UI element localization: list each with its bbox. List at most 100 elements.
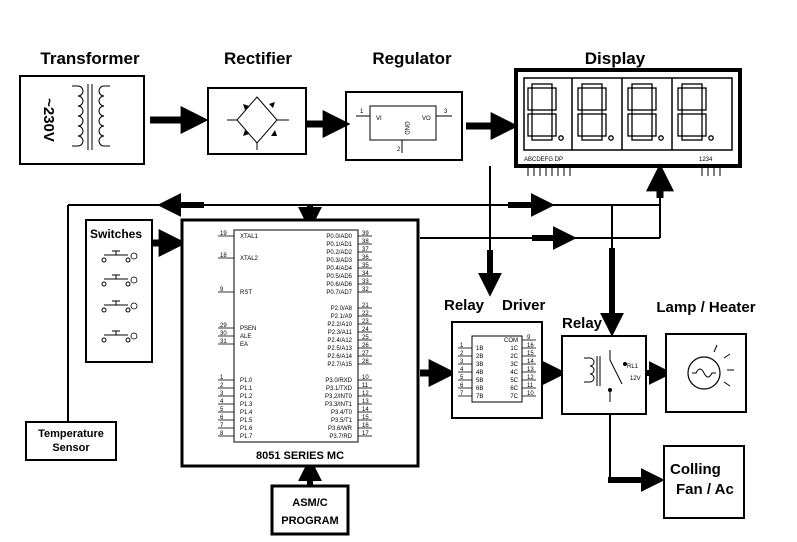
mc-pin-number: 23 (362, 319, 369, 325)
driver-pin-name: 1C (510, 346, 518, 352)
mc-pin-name: P1.7 (240, 434, 253, 440)
driver-pin-name: COM (504, 338, 518, 344)
lamp-icon (687, 344, 734, 390)
mc-pin-name: P3.3/INT1 (325, 402, 353, 408)
mc-pin-name: P0.6/AD6 (326, 282, 352, 288)
mc-pin-name: P3.1/TXD (326, 386, 353, 392)
mc-pin-number: 15 (362, 415, 369, 421)
mc-pin-name: P1.4 (240, 410, 253, 416)
mc-pin-name: P0.4/AD4 (326, 266, 352, 272)
mc-pin-number: 34 (362, 271, 369, 277)
regulator-vi: VI (376, 116, 382, 122)
mc-pin-name: P2.4/A12 (327, 338, 352, 344)
driver-pin-number: 3 (460, 359, 464, 365)
push-switch-icon (101, 250, 138, 263)
mc-pin-name: P2.7/A15 (327, 362, 352, 368)
lamp-block (665, 333, 747, 413)
switches-title: Switches (90, 227, 142, 241)
switches-block: Switches (85, 219, 153, 363)
program-block: ASM/C PROGRAM (270, 484, 350, 536)
driver-pin-number: 12 (527, 375, 534, 381)
power-arrows (150, 106, 519, 140)
mc-pin-name: ALE (240, 334, 251, 340)
mc-pin-number: 12 (362, 391, 369, 397)
driver-pin-name: 6C (510, 386, 518, 392)
mc-pin-name: P2.6/A14 (327, 354, 352, 360)
mc-pin-number: 39 (362, 231, 369, 237)
driver-pin-name: 5B (476, 378, 483, 384)
regulator-pin2: 2 (397, 147, 401, 153)
mc-pin-name: P3.0/RXD (325, 378, 352, 384)
driver-pin-name: 5C (510, 378, 518, 384)
transformer-voltage: ~230V (40, 98, 57, 142)
lamp-title: Lamp / Heater (656, 299, 755, 316)
mc-pin-name: XTAL2 (240, 256, 259, 262)
temp-sensor-block: Temperature Sensor (25, 421, 117, 461)
mc-pin-number: 8 (220, 431, 224, 437)
transformer-block: ~230V (19, 75, 145, 165)
transformer-title: Transformer (40, 49, 140, 68)
mc-pin-name: P1.1 (240, 386, 253, 392)
driver-pin: 12 5C (510, 375, 536, 384)
driver-pin-name: 1B (476, 346, 483, 352)
switch-list (101, 250, 138, 343)
digit-3 (627, 83, 664, 141)
driver-pin-number: 4 (460, 367, 464, 373)
relay-coil-icon (584, 350, 627, 402)
driver-pin-name: 2C (510, 354, 518, 360)
mc-pin-name: P0.0/AD0 (326, 234, 352, 240)
rectifier-block (207, 87, 307, 155)
mc-pin-number: 16 (362, 423, 369, 429)
mc-pin-number: 4 (220, 399, 224, 405)
mc-pin-name: P3.5/T1 (331, 418, 353, 424)
driver-pin-name: 3B (476, 362, 483, 368)
driver-pin-name: 4C (510, 370, 518, 376)
mc-pin-number: 29 (220, 323, 227, 329)
relay-name: RL1 (627, 364, 639, 370)
temp-sensor-line2: Sensor (52, 442, 90, 454)
rectifier-title: Rectifier (224, 49, 292, 68)
digit-1 (527, 83, 564, 141)
fan-line2: Fan / Ac (676, 481, 734, 498)
mc-pin-number: 5 (220, 407, 224, 413)
mc-pin-name: P0.5/AD5 (326, 274, 352, 280)
mc-pin-number: 31 (220, 339, 227, 345)
mc-pin-number: 28 (362, 359, 369, 365)
mc-pin-number: 9 (220, 287, 224, 293)
driver-pin-name: 7C (510, 394, 518, 400)
driver-pin-name: 6B (476, 386, 483, 392)
mc-pin-name: P0.3/AD3 (326, 258, 352, 264)
transformer-coil-icon (72, 84, 110, 150)
regulator-gnd: GND (403, 121, 409, 135)
mc-pin-name: P2.1/A9 (331, 314, 353, 320)
mc-pin-number: 17 (362, 431, 369, 437)
mc-pin-number: 38 (362, 239, 369, 245)
mc-pin-number: 35 (362, 263, 369, 269)
regulator-block: VI VO GND 1 3 2 (345, 91, 463, 161)
mc-pin-number: 24 (362, 327, 369, 333)
regulator-pin3: 3 (444, 109, 448, 115)
mc-pin-number: 3 (220, 391, 224, 397)
